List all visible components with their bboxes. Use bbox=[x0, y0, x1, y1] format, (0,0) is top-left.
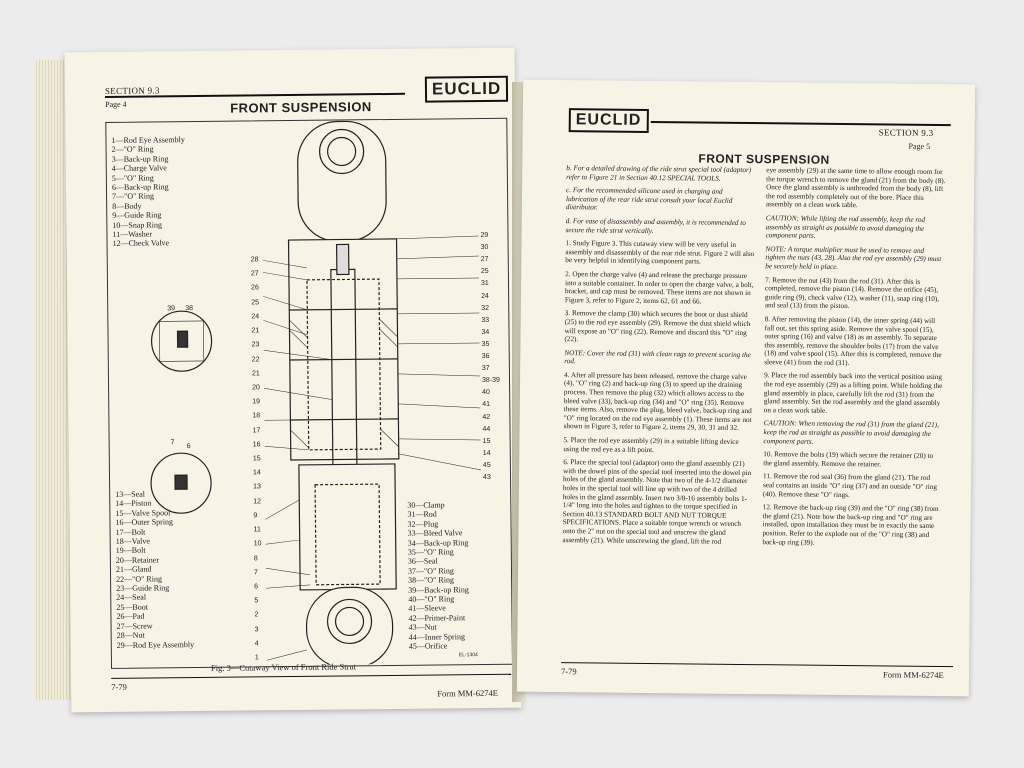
header-rule bbox=[650, 120, 951, 127]
step-paragraph: 7. Remove the nut (43) from the rod (31)… bbox=[764, 275, 940, 311]
callout-number: 15 bbox=[482, 437, 491, 445]
callout-number: 12 bbox=[253, 497, 262, 506]
figure-caption: Fig. 3—Cutaway View of Front Ride Strut bbox=[210, 661, 357, 673]
footer-form-number: Form MM-6274E bbox=[882, 669, 944, 681]
callout-number: 37 bbox=[481, 365, 490, 373]
callout-number: 9 bbox=[253, 512, 258, 520]
callout-number: 4 bbox=[254, 640, 259, 648]
euclid-logo: EUCLID bbox=[568, 108, 649, 133]
detail-label: 38 bbox=[185, 305, 194, 313]
step-paragraph: 12. Remove the back-up ring (39) and the… bbox=[762, 503, 939, 547]
callout-number: 31 bbox=[480, 280, 489, 288]
callout-number: 14 bbox=[482, 449, 491, 457]
callout-number: 14 bbox=[252, 469, 261, 477]
callout-number: 30 bbox=[480, 244, 489, 252]
callout-number: 27 bbox=[480, 256, 489, 264]
note-paragraph: b. For a detailed drawing of the ride st… bbox=[566, 164, 752, 183]
left-page: SECTION 9.3 Page 4 EUCLID FRONT SUSPENSI… bbox=[64, 47, 522, 713]
note-paragraph: NOTE: Cover the rod (31) with clean rags… bbox=[564, 348, 751, 366]
text-column-2: eye assembly (29) at the same time to al… bbox=[762, 166, 946, 553]
detail-label: 7 bbox=[170, 439, 175, 447]
callout-number: 25 bbox=[251, 298, 260, 307]
callout-number: 40 bbox=[482, 389, 490, 397]
note-paragraph: CAUTION: When removing the rod (31) from… bbox=[763, 419, 939, 446]
step-paragraph: 10. Remove the bolts (19) which secure t… bbox=[763, 450, 934, 469]
callout-number: 5 bbox=[254, 597, 259, 605]
callout-number: 35 bbox=[481, 340, 490, 348]
note-paragraph: CAUTION: While lifting the rod assembly,… bbox=[765, 214, 926, 240]
page-number-label: Page 5 bbox=[908, 141, 931, 151]
callouts-right: 29 30 27 25 31 24 32 33 34 35 36 37 38-39 40 41 42 44 15 1… bbox=[65, 48, 515, 481]
detail-label: 39 bbox=[167, 305, 176, 313]
callout-number: 20 bbox=[252, 384, 260, 392]
callout-number: 27 bbox=[250, 270, 259, 278]
footer-form-number: Form MM-6274E bbox=[437, 687, 499, 699]
callout-number: 21 bbox=[251, 327, 260, 335]
section-label: SECTION 9.3 bbox=[878, 127, 934, 138]
step-paragraph: 1. Study Figure 3. This cutaway view wil… bbox=[565, 239, 755, 266]
callout-number: 36 bbox=[481, 352, 490, 361]
callout-number: 42 bbox=[482, 413, 491, 421]
callout-number: 24 bbox=[481, 292, 489, 300]
euclid-logo: EUCLID bbox=[424, 75, 509, 103]
step-paragraph: 9. Place the rod assembly back into the … bbox=[763, 371, 943, 415]
callout-number: 3 bbox=[254, 625, 259, 633]
callout-number: 44 bbox=[482, 425, 491, 433]
callout-number: 32 bbox=[481, 304, 490, 312]
callout-number: 16 bbox=[252, 441, 261, 449]
callout-number: 6 bbox=[254, 583, 259, 591]
step-paragraph: 2. Open the charge valve (4) and release… bbox=[564, 270, 754, 306]
step-paragraph: 11. Remove the rod seal (36) from the gl… bbox=[762, 472, 938, 499]
step-paragraph: 3. Remove the clamp (30) which secures t… bbox=[564, 309, 751, 344]
callout-number: 15 bbox=[252, 455, 261, 463]
callout-number: 1 bbox=[254, 654, 259, 662]
step-paragraph: 8. After removing the piston (14), the i… bbox=[764, 315, 942, 367]
page-title: FRONT SUSPENSION bbox=[698, 151, 830, 167]
callout-number: 26 bbox=[251, 284, 259, 292]
step-paragraph: 5. Place the rod eye assembly (29) in a … bbox=[563, 436, 739, 454]
callout-number: 29 bbox=[480, 231, 489, 240]
callout-number: 28 bbox=[250, 256, 259, 264]
page-number-label: Page 4 bbox=[105, 99, 127, 109]
section-label: SECTION 9.3 bbox=[104, 85, 160, 96]
note-paragraph: c. For the recommended silicone used in … bbox=[565, 186, 733, 212]
footer-left: 7-79 bbox=[560, 666, 577, 677]
callout-number: 23 bbox=[251, 341, 260, 349]
footer-rule bbox=[561, 662, 954, 668]
callout-number: 10 bbox=[253, 540, 262, 548]
callout-number: 33 bbox=[481, 316, 490, 324]
callout-number: 45 bbox=[482, 461, 491, 469]
callout-number: 13 bbox=[253, 483, 261, 491]
callout-number: 41 bbox=[482, 401, 491, 409]
figure-code: EL-1304 bbox=[458, 652, 478, 659]
note-paragraph: NOTE: A torque multiplier must be used t… bbox=[765, 244, 942, 271]
callout-number: 18 bbox=[252, 412, 261, 420]
callout-number: 8 bbox=[253, 554, 258, 562]
page-title: FRONT SUSPENSION bbox=[230, 99, 372, 116]
callout-number: 2 bbox=[254, 611, 259, 619]
callout-number: 7 bbox=[253, 569, 258, 577]
note-paragraph: d. For ease of disassembly and assembly,… bbox=[565, 217, 746, 235]
callout-number: 38-39 bbox=[481, 377, 500, 385]
right-page: EUCLID SECTION 9.3 Page 5 FRONT SUSPENSI… bbox=[516, 79, 976, 697]
detail-label: 6 bbox=[186, 443, 191, 451]
callout-number: 19 bbox=[252, 398, 261, 406]
callout-number: 11 bbox=[253, 526, 261, 534]
footer-left: 7-79 bbox=[111, 681, 127, 692]
step-paragraph: 4. After all pressure has been released,… bbox=[563, 370, 752, 433]
callout-number: 24 bbox=[251, 313, 260, 321]
callout-number: 43 bbox=[482, 473, 491, 482]
strut-cutaway-drawing bbox=[150, 120, 482, 667]
text-column-1: b. For a detailed drawing of the ride st… bbox=[562, 164, 756, 551]
callout-number: 34 bbox=[481, 328, 490, 336]
callout-number: 21 bbox=[251, 370, 260, 378]
footer-rule bbox=[111, 673, 512, 679]
callout-number: 17 bbox=[252, 426, 261, 434]
step-paragraph: eye assembly (29) at the same time to al… bbox=[765, 166, 946, 210]
callout-number: 25 bbox=[480, 268, 489, 276]
step-paragraph: 6. Place the special tool (adaptor) onto… bbox=[562, 458, 752, 546]
callout-number: 22 bbox=[251, 355, 260, 363]
